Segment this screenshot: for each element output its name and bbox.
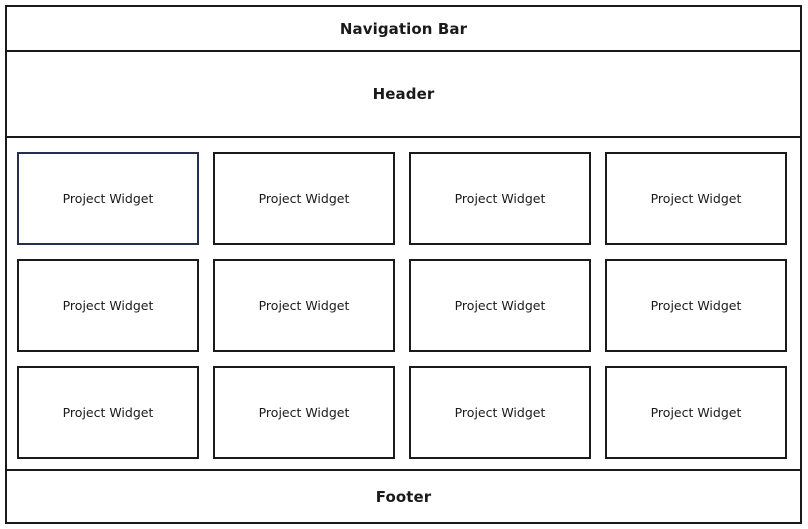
project-widget-label: Project Widget [258, 298, 350, 313]
project-widget[interactable]: Project Widget [409, 366, 591, 459]
project-widget-label: Project Widget [62, 405, 154, 420]
project-widget-label: Project Widget [454, 405, 546, 420]
project-widget[interactable]: Project Widget [213, 366, 395, 459]
header-label: Header [372, 85, 435, 103]
project-widget[interactable]: Project Widget [17, 152, 199, 245]
widget-grid: Project Widget Project Widget Project Wi… [7, 138, 800, 471]
project-widget-label: Project Widget [62, 298, 154, 313]
navigation-bar[interactable]: Navigation Bar [7, 7, 800, 52]
project-widget[interactable]: Project Widget [605, 259, 787, 352]
project-widget[interactable]: Project Widget [605, 152, 787, 245]
project-widget[interactable]: Project Widget [605, 366, 787, 459]
widget-row: Project Widget Project Widget Project Wi… [17, 366, 787, 459]
project-widget-label: Project Widget [650, 405, 742, 420]
footer-section: Footer [7, 471, 800, 522]
project-widget-label: Project Widget [454, 191, 546, 206]
footer-label: Footer [375, 487, 432, 506]
project-widget[interactable]: Project Widget [213, 152, 395, 245]
project-widget[interactable]: Project Widget [17, 259, 199, 352]
widget-row: Project Widget Project Widget Project Wi… [17, 152, 787, 245]
project-widget-label: Project Widget [650, 298, 742, 313]
project-widget[interactable]: Project Widget [17, 366, 199, 459]
wireframe-page: Navigation Bar Header Project Widget Pro… [5, 5, 802, 524]
project-widget-label: Project Widget [258, 191, 350, 206]
header-section: Header [7, 52, 800, 138]
project-widget-label: Project Widget [454, 298, 546, 313]
project-widget[interactable]: Project Widget [409, 152, 591, 245]
navigation-bar-label: Navigation Bar [339, 19, 468, 38]
project-widget-label: Project Widget [62, 191, 154, 206]
widget-row: Project Widget Project Widget Project Wi… [17, 259, 787, 352]
project-widget[interactable]: Project Widget [409, 259, 591, 352]
project-widget-label: Project Widget [650, 191, 742, 206]
project-widget[interactable]: Project Widget [213, 259, 395, 352]
project-widget-label: Project Widget [258, 405, 350, 420]
